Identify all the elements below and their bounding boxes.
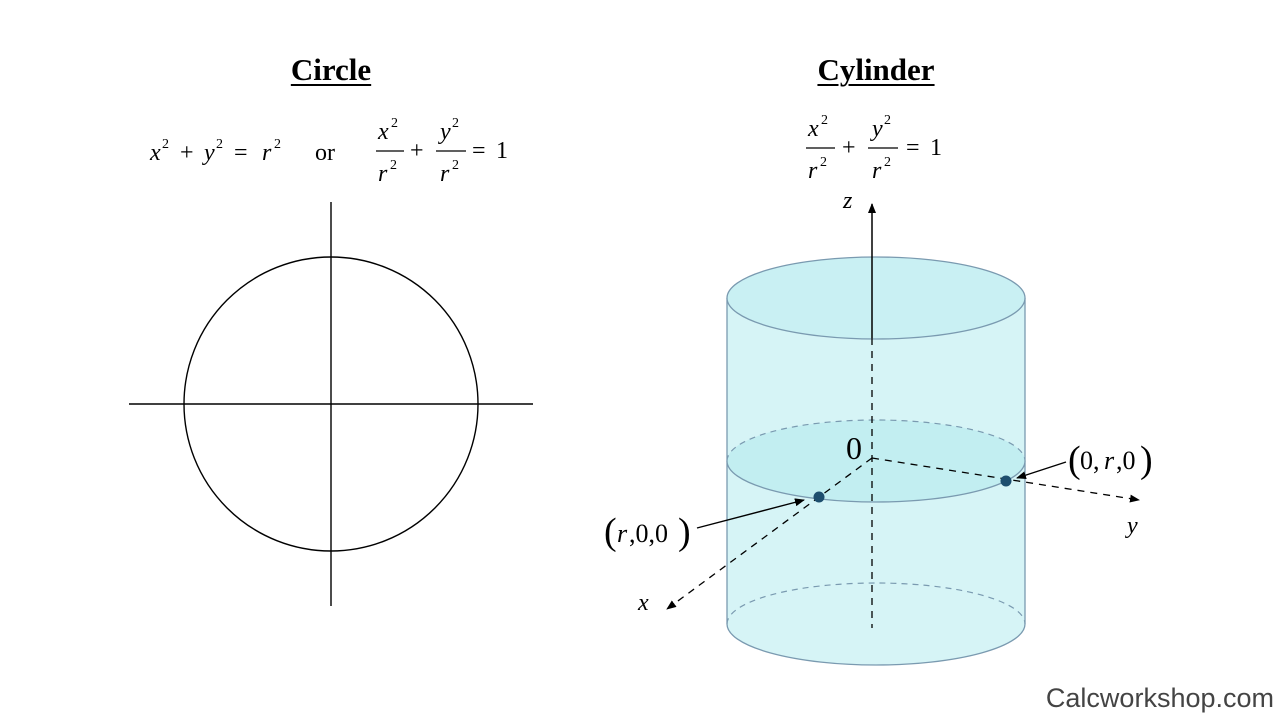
cyl-frac2-num: y	[870, 116, 883, 142]
circle-eq-r-exponent: 2	[274, 137, 281, 152]
point-label-y-close-paren: )	[1140, 439, 1153, 481]
circle-frac1-den-exp: 2	[390, 158, 397, 173]
z-axis-label: z	[842, 188, 853, 214]
cyl-frac2-num-exp: 2	[884, 113, 891, 128]
circle-eq-y-exponent: 2	[216, 137, 223, 152]
site-watermark: Calcworkshop.com	[1045, 683, 1274, 713]
circle-eq-or: or	[315, 140, 335, 166]
cylinder-equation: x 2 r 2 + y 2 r 2 = 1	[806, 113, 942, 184]
cylinder-middle-disk	[727, 420, 1025, 502]
circle-frac1-den: r	[378, 161, 388, 187]
circle-frac-one: 1	[496, 138, 508, 164]
cylinder-bottom-back-arc	[726, 582, 1026, 625]
cylinder-bottom-front-arc	[726, 623, 1026, 666]
point-label-0-r-0: ( 0, r ,0 )	[1068, 439, 1153, 481]
point-label-x-r: r	[617, 519, 628, 548]
cyl-frac-plus: +	[842, 135, 856, 161]
circle-graph	[129, 202, 533, 606]
circle-eq-equals: =	[234, 140, 248, 166]
pointer-arrow-x-point	[696, 498, 805, 529]
circle-eq-r: r	[262, 140, 272, 166]
point-label-x-close-paren: )	[678, 511, 691, 553]
point-label-y-r: r	[1104, 446, 1115, 475]
point-label-y-open-paren: (	[1068, 439, 1081, 481]
pointer-arrow-y-point	[1016, 461, 1067, 480]
cyl-frac1-num-exp: 2	[821, 113, 828, 128]
cyl-frac1-den-exp: 2	[820, 155, 827, 170]
circle-frac1-num: x	[377, 119, 389, 145]
circle-title: Circle	[290, 52, 372, 87]
circle-frac2-num-exp: 2	[452, 116, 459, 131]
cylinder-middle-back-arc	[726, 419, 1026, 462]
circle-eq-plus: +	[180, 140, 194, 166]
circle-eq-y: y	[202, 140, 215, 166]
circle-frac-equals: =	[472, 138, 486, 164]
cylinder-top-ellipse	[726, 256, 1026, 340]
cyl-frac2-den-exp: 2	[884, 155, 891, 170]
origin-label: 0	[846, 430, 862, 466]
cylinder-graph: z x y 0 ( r ,0,0 ) ( 0, r ,0 )	[604, 188, 1153, 666]
circle-frac2-num: y	[438, 119, 451, 145]
circle-frac2-den: r	[440, 161, 450, 187]
y-axis-label: y	[1125, 513, 1138, 539]
cyl-frac-one: 1	[930, 135, 942, 161]
point-label-x-open-paren: (	[604, 511, 617, 553]
circle-frac2-den-exp: 2	[452, 158, 459, 173]
point-label-y-first: 0,	[1080, 446, 1100, 475]
point-label-r-0-0: ( r ,0,0 )	[604, 511, 691, 553]
cyl-frac1-num: x	[807, 116, 819, 142]
circle-frac-plus: +	[410, 138, 424, 164]
cylinder-title: Cylinder	[817, 52, 935, 87]
circle-equation: x 2 + y 2 = r 2 or x 2 r 2 + y 2 r 2 = 1	[149, 116, 508, 187]
circle-frac1-num-exp: 2	[391, 116, 398, 131]
cyl-frac2-den: r	[872, 158, 882, 184]
point-label-y-rest: ,0	[1116, 446, 1136, 475]
x-axis	[666, 457, 873, 610]
point-0-r-0	[1000, 475, 1012, 487]
cyl-frac1-den: r	[808, 158, 818, 184]
cyl-frac-equals: =	[906, 135, 920, 161]
x-axis-label: x	[637, 590, 649, 616]
point-r-0-0	[813, 491, 825, 503]
point-label-x-rest: ,0,0	[629, 519, 668, 548]
circle-eq-x: x	[149, 140, 161, 166]
circle-eq-x-exponent: 2	[162, 137, 169, 152]
